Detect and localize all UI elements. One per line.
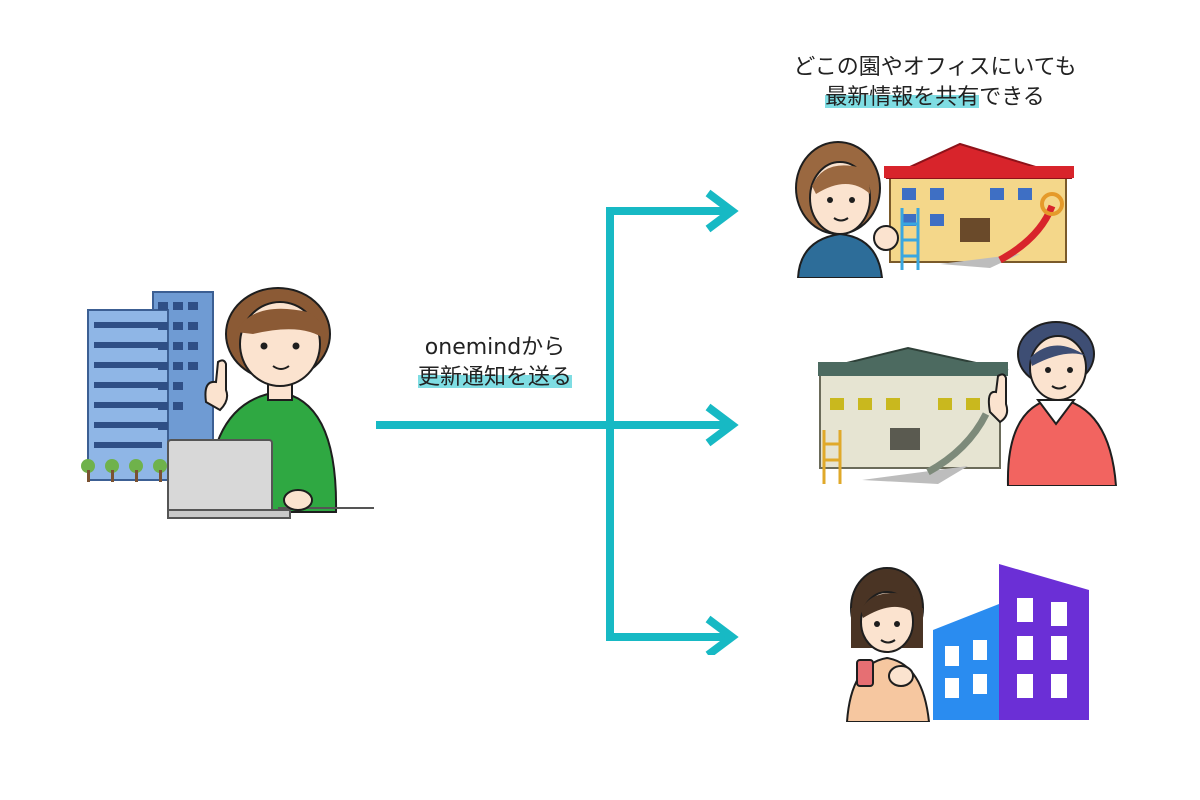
arrowhead-top-icon	[705, 189, 739, 233]
center-label-line1: onemindから	[424, 335, 566, 360]
office-building-purple-icon	[933, 564, 1089, 720]
kindergarten-red-roof-icon	[884, 142, 1074, 270]
woman-ok-sign-icon	[795, 141, 899, 278]
phone-icon	[856, 659, 874, 687]
arrowhead-bottom-icon	[705, 615, 739, 655]
top-label-line1: どこの園やオフィスにいても	[793, 55, 1077, 80]
distribution-arrows	[370, 185, 750, 655]
arrowhead-middle-icon	[705, 403, 739, 447]
top-label-highlight: 最新情報を共有	[825, 85, 980, 110]
man-pointing-icon	[987, 321, 1118, 486]
share-info-label: どこの園やオフィスにいても 最新情報を共有できる	[760, 53, 1110, 113]
laptop-icon	[167, 439, 374, 519]
sender-illustration	[78, 282, 378, 522]
office-building-icon	[81, 291, 214, 482]
recipient-kindergarten-top	[790, 138, 1085, 278]
woman-with-phone-icon	[845, 567, 931, 722]
recipient-kindergarten-middle	[818, 320, 1118, 486]
top-label-rest: できる	[979, 85, 1045, 110]
center-label-highlight: 更新通知を送る	[417, 365, 572, 390]
send-notification-label: onemindから 更新通知を送る	[378, 333, 612, 393]
kindergarten-green-roof-icon	[818, 346, 1009, 484]
recipient-office-bottom	[843, 564, 1091, 722]
